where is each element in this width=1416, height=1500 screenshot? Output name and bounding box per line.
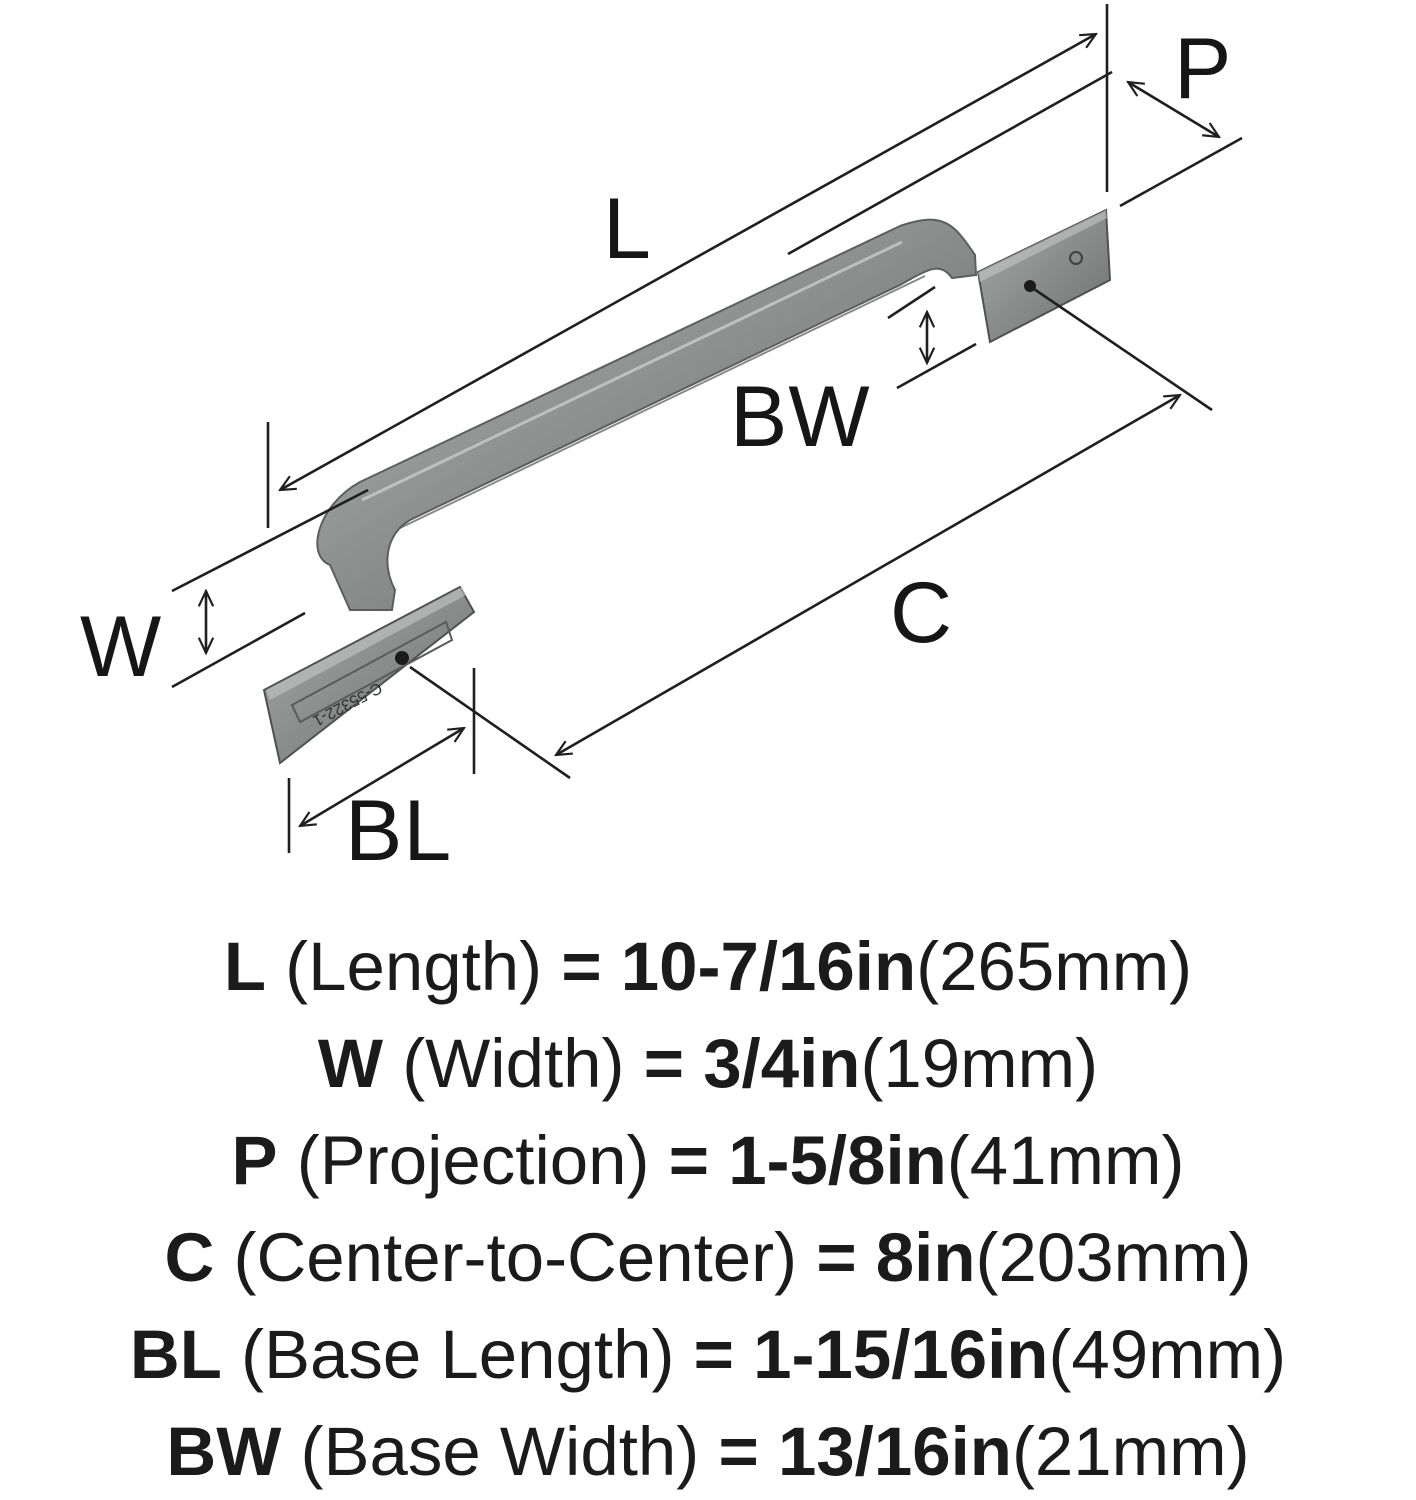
left-base: C-55322-1 — [262, 585, 476, 765]
spec-desc: (Projection) — [296, 1122, 650, 1199]
spec-desc: (Base Length) — [241, 1316, 675, 1393]
label-base-width: BW — [730, 369, 871, 465]
spec-row-base-length: BL (Base Length) = 1-15/16in(49mm) — [0, 1306, 1416, 1403]
spec-key: C — [164, 1219, 215, 1296]
spec-equals: = — [643, 1025, 685, 1102]
mounting-hole — [395, 651, 409, 665]
spec-metric: (21mm) — [1011, 1413, 1250, 1490]
spec-key: BW — [166, 1413, 282, 1490]
label-base-length: BL — [345, 783, 453, 879]
label-width: W — [80, 599, 163, 695]
spec-desc: (Length) — [285, 928, 543, 1005]
spec-row-width: W (Width) = 3/4in(19mm) — [0, 1015, 1416, 1112]
spec-imperial: 13/16in — [777, 1413, 1012, 1490]
spec-metric: (49mm) — [1048, 1316, 1287, 1393]
spec-key: L — [223, 928, 266, 1005]
label-center-to-center: C — [890, 565, 954, 661]
spec-row-base-width: BW (Base Width) = 13/16in(21mm) — [0, 1403, 1416, 1500]
spec-desc: (Width) — [402, 1025, 625, 1102]
label-projection: P — [1174, 21, 1233, 117]
spec-row-length: L (Length) = 10-7/16in(265mm) — [0, 918, 1416, 1015]
spec-metric: (19mm) — [860, 1025, 1099, 1102]
spec-key: P — [231, 1122, 278, 1199]
label-length: L — [603, 181, 652, 277]
spec-desc: (Base Width) — [300, 1413, 700, 1490]
spec-equals: = — [693, 1316, 734, 1393]
spec-row-projection: P (Projection) = 1-5/8in(41mm) — [0, 1112, 1416, 1209]
spec-equals: = — [718, 1413, 759, 1490]
spec-imperial: 8in — [875, 1219, 976, 1296]
spec-row-center-to-center: C (Center-to-Center) = 8in(203mm) — [0, 1209, 1416, 1306]
spec-equals: = — [816, 1219, 857, 1296]
spec-imperial: 3/4in — [703, 1025, 861, 1102]
dimension-lines — [171, 4, 1243, 853]
right-base — [976, 208, 1112, 344]
dimension-specs: L (Length) = 10-7/16in(265mm) W (Width) … — [0, 918, 1416, 1500]
spec-metric: (41mm) — [946, 1122, 1185, 1199]
spec-equals: = — [668, 1122, 710, 1199]
spec-metric: (265mm) — [916, 928, 1193, 1005]
dimension-diagram: C-55322-1 — [80, 4, 1243, 879]
spec-key: BL — [129, 1316, 222, 1393]
spec-desc: (Center-to-Center) — [233, 1219, 798, 1296]
spec-equals: = — [561, 928, 602, 1005]
handle-drawing: C-55322-1 — [171, 4, 1243, 853]
spec-metric: (203mm) — [975, 1219, 1252, 1296]
spec-imperial: 10-7/16in — [620, 928, 917, 1005]
spec-imperial: 1-5/8in — [728, 1122, 947, 1199]
spec-imperial: 1-15/16in — [753, 1316, 1049, 1393]
spec-key: W — [317, 1025, 384, 1102]
